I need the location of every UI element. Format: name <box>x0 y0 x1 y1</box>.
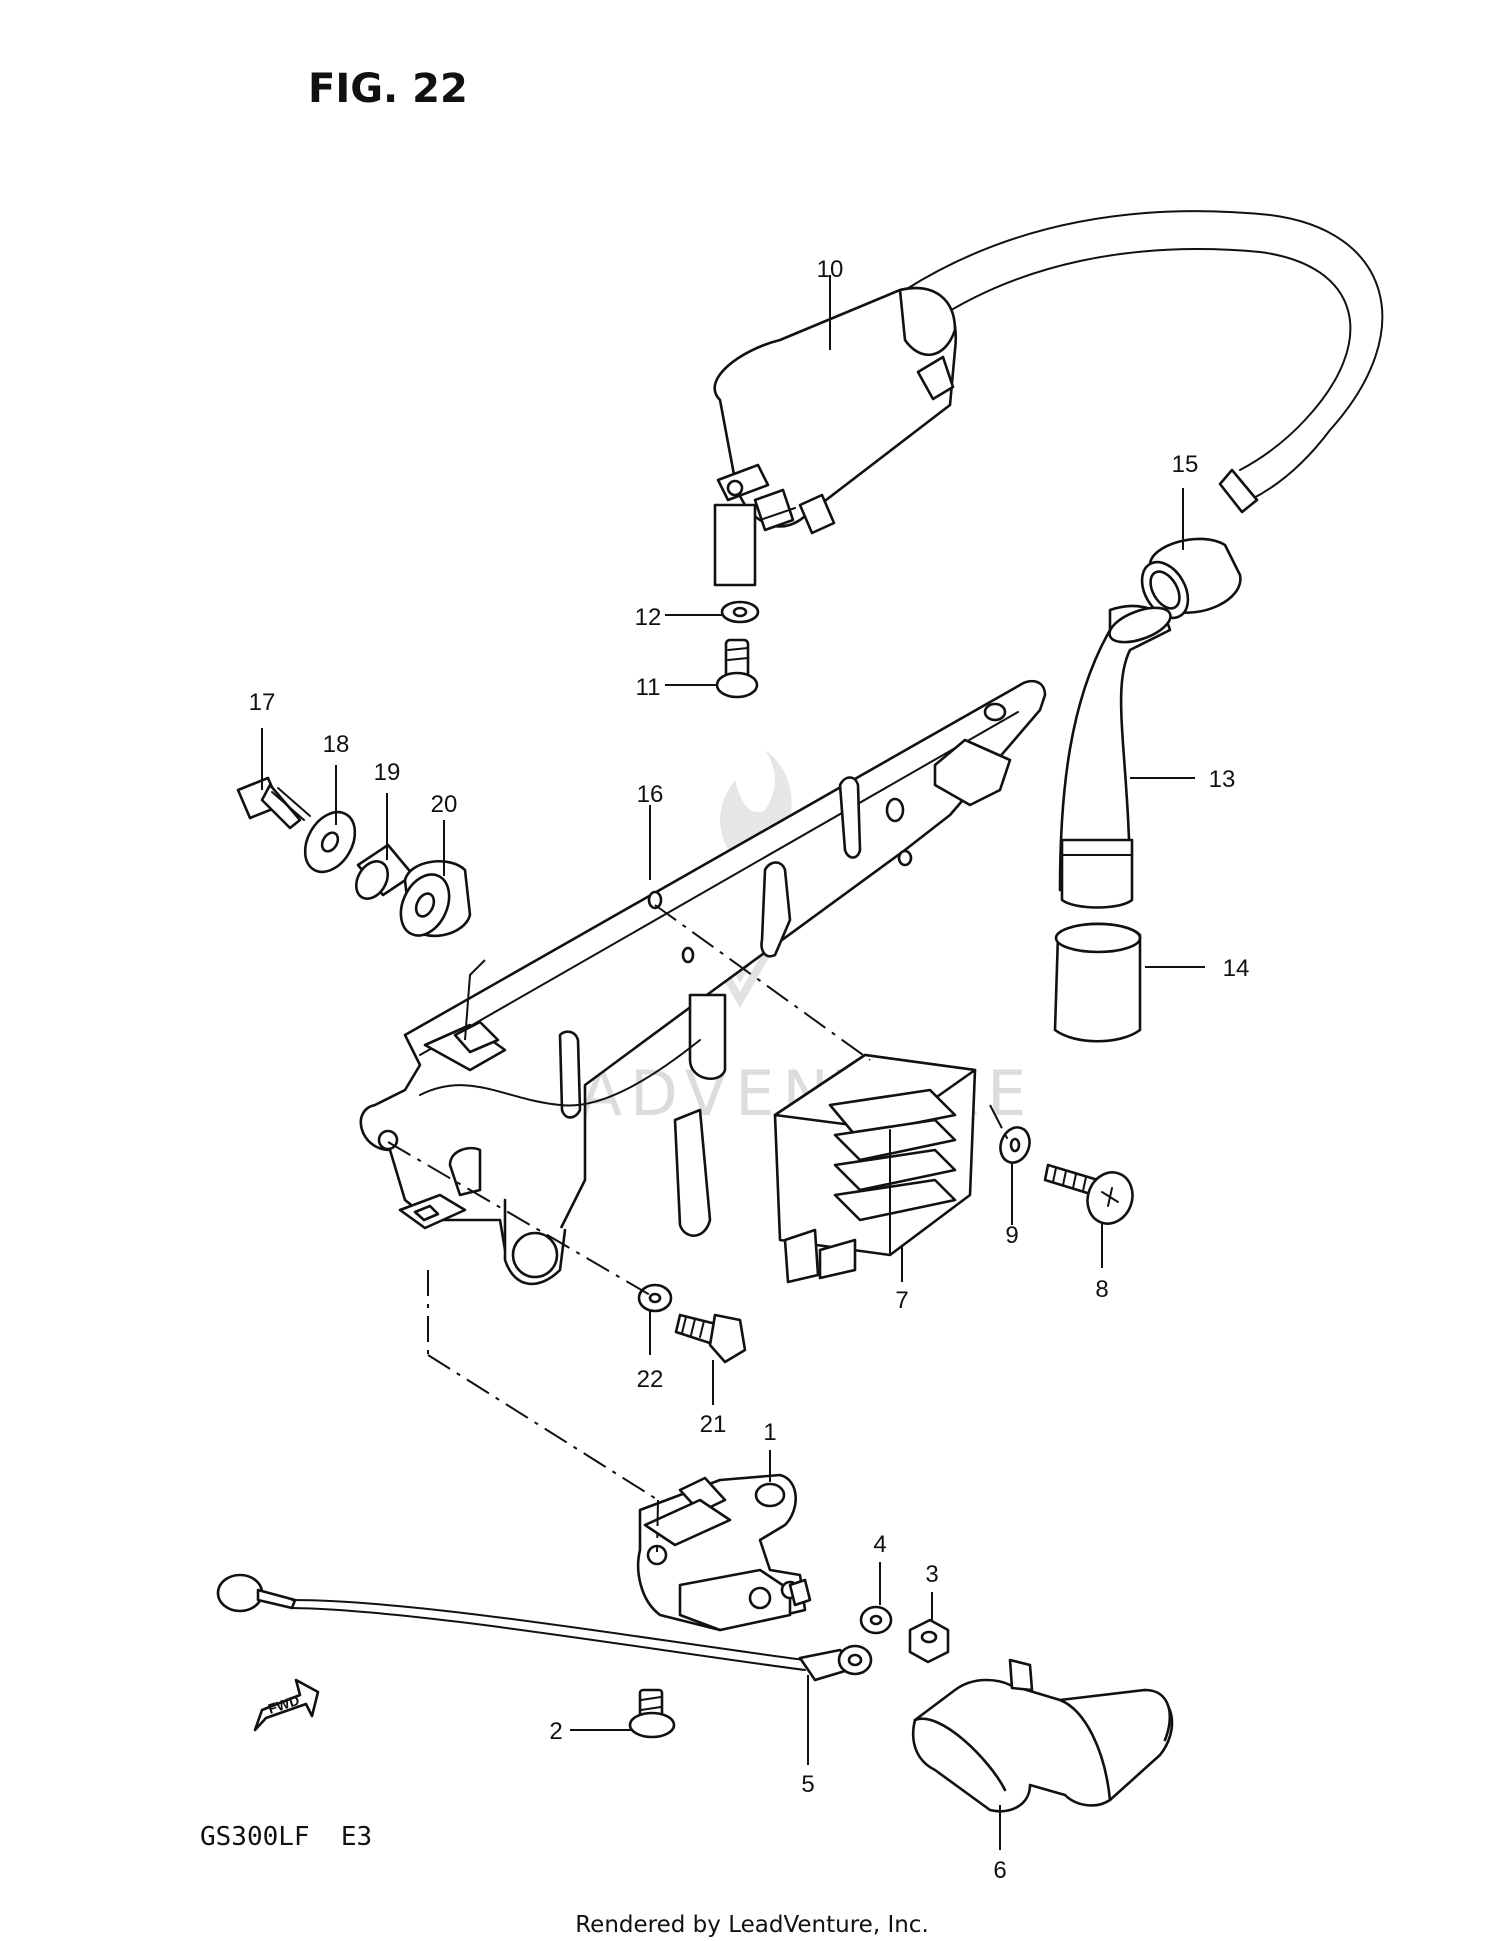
callout-10[interactable]: 10 <box>817 256 844 283</box>
starter-relay-1[interactable] <box>636 1473 812 1632</box>
callout-1[interactable]: 1 <box>763 1419 776 1446</box>
callout-11[interactable]: 11 <box>636 674 661 701</box>
ignition-coil[interactable] <box>713 210 1384 587</box>
leader-lines <box>261 275 1205 1850</box>
callout-2[interactable]: 2 <box>549 1718 562 1745</box>
callout-7[interactable]: 7 <box>895 1287 908 1314</box>
seal-15[interactable] <box>1133 537 1242 626</box>
plug-cap-13[interactable] <box>1058 601 1175 909</box>
callout-17[interactable]: 17 <box>249 689 276 716</box>
washer-22[interactable] <box>637 1283 673 1313</box>
washer-9[interactable] <box>996 1123 1035 1166</box>
callout-13[interactable]: 13 <box>1209 766 1236 793</box>
callout-9[interactable]: 9 <box>1005 1222 1018 1249</box>
boot-14[interactable] <box>1053 922 1142 1043</box>
model-code: GS300LF E3 <box>200 1822 372 1852</box>
bolt-21[interactable] <box>674 1313 747 1364</box>
screw-2[interactable] <box>628 1688 676 1739</box>
fwd-arrow: FWD <box>253 1678 320 1732</box>
screw-8[interactable] <box>1043 1163 1140 1230</box>
bolt-17[interactable] <box>236 776 311 830</box>
washer-4[interactable] <box>859 1605 893 1635</box>
callout-18[interactable]: 18 <box>323 731 350 758</box>
callout-16[interactable]: 16 <box>637 781 664 808</box>
assembly-lines <box>387 904 1009 1553</box>
figure-title: FIG. 22 <box>308 66 468 112</box>
callout-19[interactable]: 19 <box>374 759 401 786</box>
lead-wire-5[interactable] <box>216 1573 873 1682</box>
callout-14[interactable]: 14 <box>1223 955 1250 982</box>
collar-19[interactable] <box>350 843 415 904</box>
bracket-16[interactable] <box>359 679 1047 1286</box>
callout-21[interactable]: 21 <box>700 1411 727 1438</box>
callout-12[interactable]: 12 <box>635 604 662 631</box>
callout-22[interactable]: 22 <box>637 1366 664 1393</box>
screw-11[interactable] <box>715 638 759 699</box>
callout-20[interactable]: 20 <box>431 791 458 818</box>
relay-cover-6[interactable] <box>911 1658 1174 1813</box>
callout-8[interactable]: 8 <box>1095 1276 1108 1303</box>
washer-18[interactable] <box>295 803 365 880</box>
callout-6[interactable]: 6 <box>993 1857 1006 1884</box>
callout-labels: 10 12 11 15 13 14 16 17 18 19 20 9 8 7 2… <box>249 256 1250 1884</box>
cushion-20[interactable] <box>392 859 472 943</box>
footer-credit: Rendered by LeadVenture, Inc. <box>575 1912 929 1938</box>
callout-4[interactable]: 4 <box>873 1531 886 1558</box>
washer-12[interactable] <box>720 600 760 624</box>
regulator-7[interactable] <box>773 1053 977 1284</box>
callout-5[interactable]: 5 <box>801 1771 814 1798</box>
callout-15[interactable]: 15 <box>1172 451 1199 478</box>
callout-3[interactable]: 3 <box>925 1561 938 1588</box>
nut-3[interactable] <box>908 1618 950 1664</box>
